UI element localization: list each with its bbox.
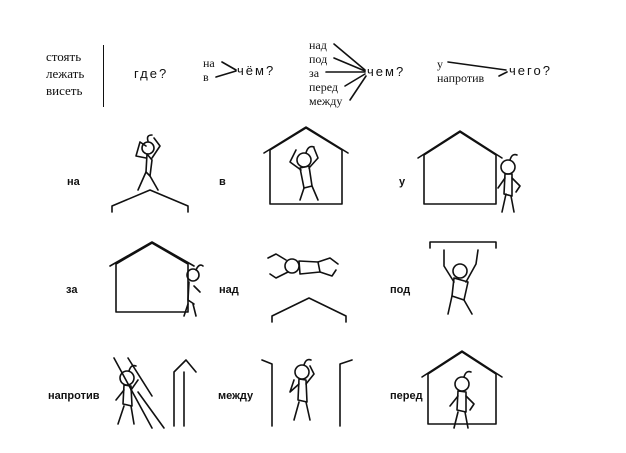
scene-na-drawing: [111, 134, 189, 213]
prep-na: на: [203, 56, 215, 70]
question-chego: чего?: [509, 63, 552, 78]
prep-mezhdu: между: [309, 94, 343, 108]
prep-v: в: [203, 70, 209, 84]
scene-mezhdu-drawing: [261, 358, 353, 427]
divider-line: [103, 45, 104, 107]
scene-pered-drawing: [421, 350, 503, 429]
scene-label-za: за: [66, 284, 78, 296]
question-gde: где?: [134, 66, 169, 81]
prep-u: у: [437, 57, 443, 71]
scene-za-drawing: [109, 241, 204, 317]
scene-label-na: на: [67, 176, 80, 188]
verb-list: стоять лежать висеть: [46, 48, 84, 99]
header-connector-lines: [215, 43, 508, 101]
scene-naprotiv-drawing: [113, 357, 197, 429]
scene-nad-drawing: [267, 253, 347, 323]
scene-v-drawing: [263, 126, 349, 205]
scene-label-v: в: [219, 176, 226, 188]
scene-pod-drawing: [429, 241, 497, 315]
prep-nad: над: [309, 38, 327, 52]
prep-za: за: [309, 66, 320, 80]
prep-pod: под: [309, 52, 328, 66]
verb-viset: висеть: [46, 83, 83, 98]
scene-label-mezhdu: между: [218, 390, 254, 402]
scene-label-nad: над: [219, 284, 239, 296]
scene-label-pod: под: [390, 284, 411, 296]
verb-lezhat: лежать: [46, 66, 85, 81]
prep-naprotiv: напротив: [437, 71, 485, 85]
scene-label-u: у: [399, 176, 406, 188]
scene-u-drawing: [417, 130, 521, 213]
scene-label-naprotiv: напротив: [48, 390, 100, 402]
scene-label-pered: перед: [390, 390, 423, 402]
question-chem: чем?: [367, 64, 406, 79]
prep-pered: перед: [309, 80, 339, 94]
verb-stoyat: стоять: [46, 49, 82, 64]
question-chyom: чём?: [237, 63, 276, 78]
